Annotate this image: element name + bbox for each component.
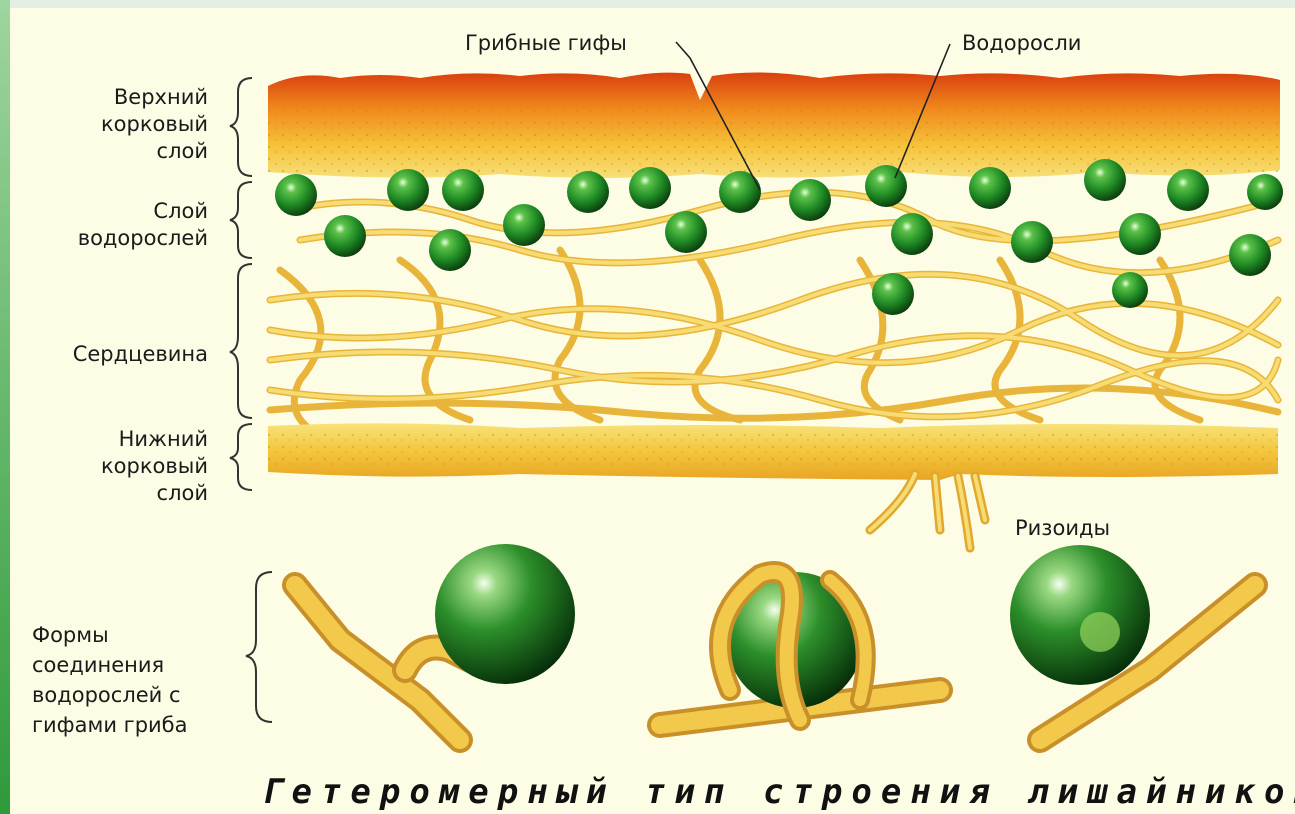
- alga-cell: [1011, 221, 1053, 263]
- alga-cell: [1229, 234, 1271, 276]
- alga-cell: [1084, 159, 1126, 201]
- alga-cell: [1247, 174, 1283, 210]
- brace-algal-layer: [230, 182, 252, 258]
- connection-form-3: [1010, 545, 1255, 740]
- alga-cell: [629, 167, 671, 209]
- alga-cell: [567, 171, 609, 213]
- alga-cell: [1112, 272, 1148, 308]
- alga-cell: [1119, 213, 1161, 255]
- alga-cell: [891, 213, 933, 255]
- alga-cell: [665, 211, 707, 253]
- alga-cell: [429, 229, 471, 271]
- alga-cell-large: [1010, 545, 1150, 685]
- alga-cell: [442, 169, 484, 211]
- alga-cell: [503, 204, 545, 246]
- alga-cell: [387, 169, 429, 211]
- alga-cell: [719, 171, 761, 213]
- brace-medulla: [230, 264, 252, 418]
- alga-cell: [865, 165, 907, 207]
- alga-cell: [969, 167, 1011, 209]
- alga-cell: [275, 174, 317, 216]
- alga-cell: [324, 215, 366, 257]
- alga-cell: [872, 273, 914, 315]
- brace-group: [230, 78, 272, 722]
- brace-upper-cortex: [230, 78, 252, 176]
- alga-cell: [789, 179, 831, 221]
- alga-cell-large: [435, 544, 575, 684]
- brace-lower-cortex: [230, 424, 252, 490]
- brace-connection-forms: [246, 572, 272, 722]
- connection-form-1: [295, 544, 575, 740]
- connection-form-2: [660, 572, 940, 725]
- alga-cell: [1167, 169, 1209, 211]
